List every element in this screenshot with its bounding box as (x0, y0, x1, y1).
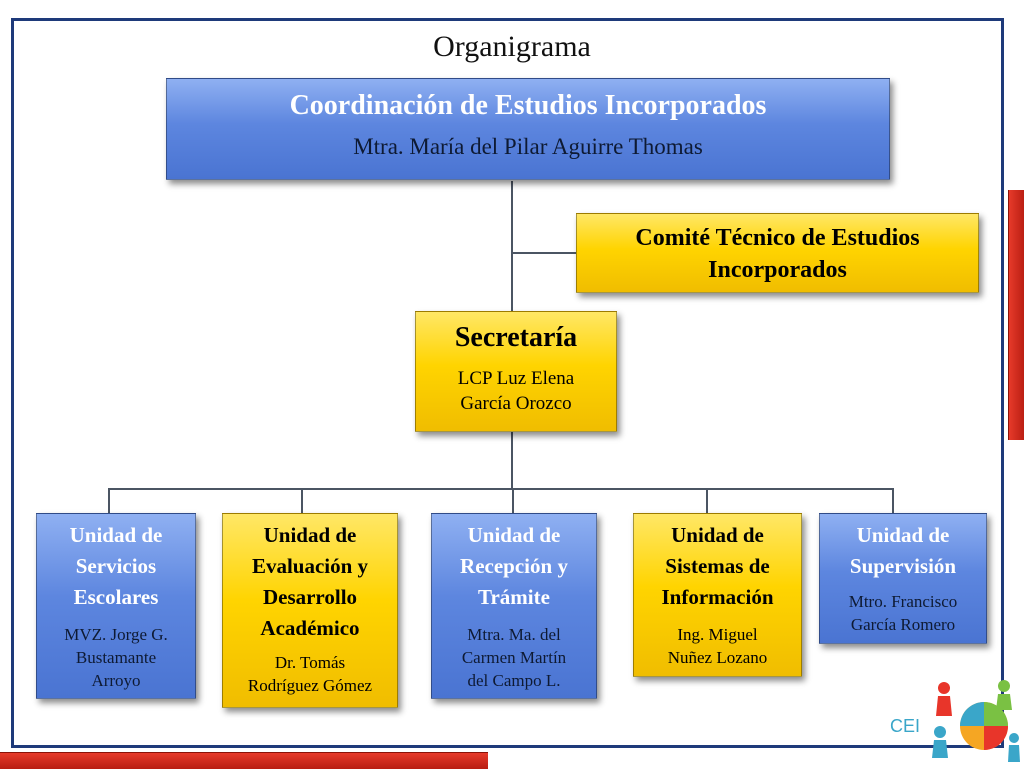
unit-title-line: Unidad de (467, 523, 561, 547)
unit-box-supervision: Unidad de Supervisión Mtro. Francisco Ga… (819, 513, 987, 644)
right-accent-bar (1008, 190, 1024, 440)
secretary-box: Secretaría LCP Luz Elena García Orozco (415, 311, 617, 432)
coordination-person: Mtra. María del Pilar Aguirre Thomas (353, 134, 703, 159)
unit-title-line: Trámite (478, 585, 550, 609)
unit-box-evaluacion: Unidad de Evaluación y Desarrollo Académ… (222, 513, 398, 708)
unit-person-line: García Romero (850, 615, 956, 634)
coordination-box: Coordinación de Estudios Incorporados Mt… (166, 78, 890, 180)
committee-title-line2: Incorporados (708, 257, 847, 283)
unit-person-line: Nuñez Lozano (667, 648, 768, 667)
unit-person-line: Mtro. Francisco (848, 592, 958, 611)
unit-title-line: Supervisión (849, 554, 957, 578)
unit-title-line: Evaluación y (251, 554, 369, 578)
connector-unit-4 (706, 488, 708, 513)
puzzle-people-logo-icon (932, 680, 1020, 762)
unit-title-line: Escolares (73, 585, 159, 609)
connector-committee (512, 252, 576, 254)
unit-person-line: Bustamante (75, 648, 157, 667)
slide-frame (11, 18, 1004, 748)
unit-title-line: Recepción y (460, 554, 568, 578)
connector-top-vertical (511, 181, 513, 311)
connector-unit-2 (301, 488, 303, 513)
unit-person-line: Rodríguez Gómez (247, 676, 373, 695)
committee-box: Comité Técnico de Estudios Incorporados (576, 213, 979, 293)
unit-person-line: Arroyo (91, 671, 141, 690)
connector-unit-1 (108, 488, 110, 513)
unit-title-line: Información (661, 585, 774, 609)
unit-person-line: Mtra. Ma. del (467, 625, 561, 644)
unit-person-line: Carmen Martín (461, 648, 567, 667)
unit-title-line: Unidad de (263, 523, 357, 547)
connector-secretary-down (511, 432, 513, 489)
committee-title-line1: Comité Técnico de Estudios (635, 225, 920, 251)
unit-person-line: del Campo L. (467, 671, 561, 690)
unit-title-line: Servicios (75, 554, 157, 578)
connector-unit-3 (512, 488, 514, 513)
bottom-accent-bar (0, 752, 488, 769)
secretary-person-line2: García Orozco (460, 393, 572, 414)
page-title: Organigrama (433, 30, 591, 63)
unit-title-line: Unidad de (69, 523, 163, 547)
secretary-person-line1: LCP Luz Elena (457, 368, 575, 389)
unit-title-line: Unidad de (856, 523, 950, 547)
coordination-title: Coordinación de Estudios Incorporados (289, 90, 767, 121)
unit-person-line: MVZ. Jorge G. (64, 625, 168, 644)
cei-logo-text: CEI (890, 716, 921, 736)
unit-title-line: Desarrollo (262, 585, 358, 609)
unit-title-line: Sistemas de (665, 554, 770, 578)
unit-box-sistemas: Unidad de Sistemas de Información Ing. M… (633, 513, 802, 677)
unit-title-line: Unidad de (671, 523, 764, 547)
connector-unit-5 (892, 488, 894, 513)
unit-person-line: Dr. Tomás (274, 653, 346, 672)
unit-person-line: Ing. Miguel (677, 625, 758, 644)
connector-horizontal-bus (108, 488, 894, 490)
unit-title-line: Académico (260, 616, 360, 640)
unit-box-recepcion: Unidad de Recepción y Trámite Mtra. Ma. … (431, 513, 597, 699)
secretary-title: Secretaría (454, 322, 578, 353)
unit-box-servicios-escolares: Unidad de Servicios Escolares MVZ. Jorge… (36, 513, 196, 699)
